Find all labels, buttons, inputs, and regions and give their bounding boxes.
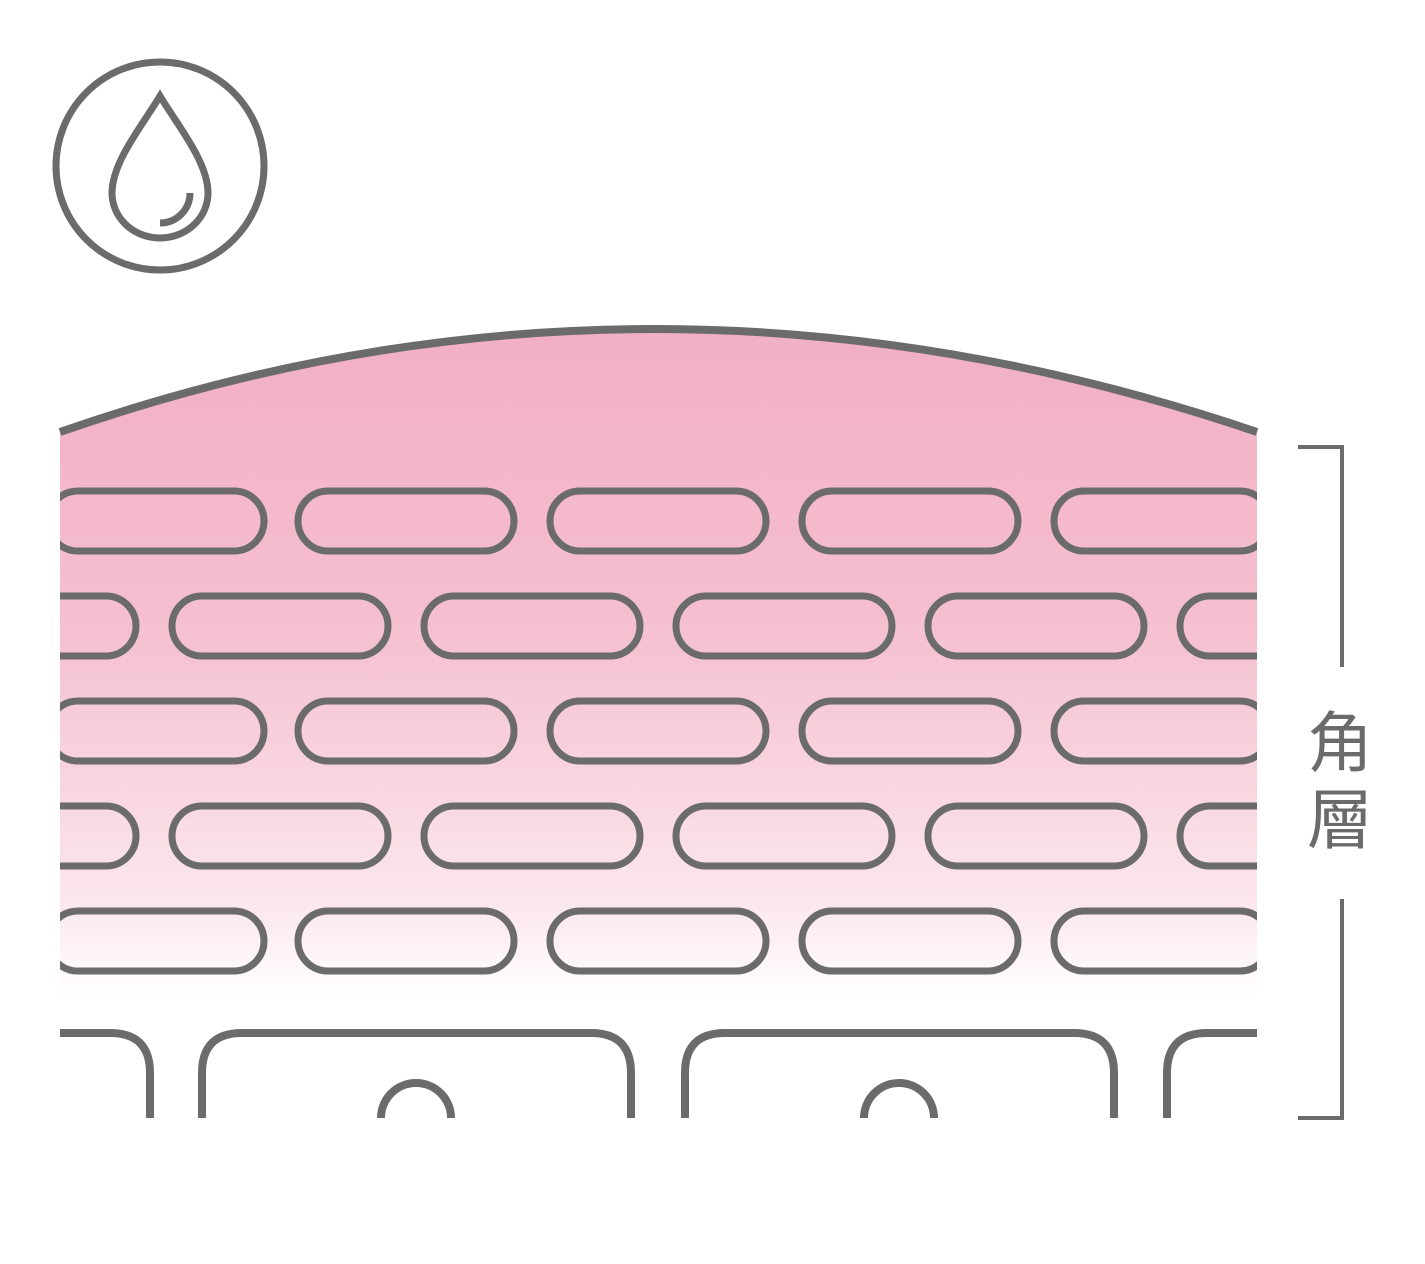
corneocyte-cell [672, 592, 896, 660]
corneocyte-cell [168, 802, 392, 870]
corneocyte-cell [60, 907, 268, 975]
corneocyte-cell [798, 907, 1022, 975]
corneocyte-cell [60, 802, 140, 870]
water-drop-icon [52, 58, 268, 274]
corneocyte-cell [1050, 487, 1257, 555]
drop-highlight [159, 192, 194, 227]
living-cell [681, 1029, 1118, 1118]
stratum-corneum-area [60, 329, 1257, 1000]
layer-bracket [1298, 445, 1344, 1120]
corneocyte-cell [420, 592, 644, 660]
cell-row [60, 907, 1257, 975]
icon-circle [52, 58, 268, 274]
corneocyte-cell [546, 487, 770, 555]
cell-row [60, 487, 1257, 555]
drop-outline [108, 89, 212, 242]
layer-label-line1: 角 [1307, 705, 1373, 782]
corneocyte-cell [546, 697, 770, 765]
corneocyte-cell [798, 487, 1022, 555]
corneocyte-cell [546, 907, 770, 975]
corneocyte-cell [60, 592, 140, 660]
corneocyte-cell [1176, 802, 1257, 870]
granular-layer [60, 1029, 1257, 1119]
bracket-top [1298, 445, 1344, 667]
dome-outline [58, 325, 1259, 436]
corneocyte-cell [924, 592, 1148, 660]
corneocyte-cell [294, 487, 518, 555]
cell-row [60, 592, 1257, 660]
cell-row [60, 697, 1257, 765]
cell-row [60, 802, 1257, 870]
corneocyte-cell [294, 907, 518, 975]
corneocyte-cell [60, 697, 268, 765]
corneocyte-cell [924, 802, 1148, 870]
living-cell [1163, 1029, 1257, 1118]
living-cell [198, 1029, 635, 1118]
corneocyte-cell [420, 802, 644, 870]
living-cell [60, 1029, 154, 1118]
cell-nucleus [860, 1079, 938, 1119]
corneocyte-cell [60, 487, 268, 555]
cell-nucleus [377, 1079, 455, 1119]
corneocyte-cell [672, 802, 896, 870]
layer-label-line2: 層 [1307, 782, 1373, 859]
bracket-bottom [1298, 899, 1344, 1120]
corneocyte-cell [168, 592, 392, 660]
corneocyte-layer [60, 487, 1257, 975]
corneocyte-cell [1050, 697, 1257, 765]
corneocyte-cell [294, 697, 518, 765]
corneocyte-cell [1176, 592, 1257, 660]
corneocyte-cell [798, 697, 1022, 765]
corneocyte-cell [1050, 907, 1257, 975]
